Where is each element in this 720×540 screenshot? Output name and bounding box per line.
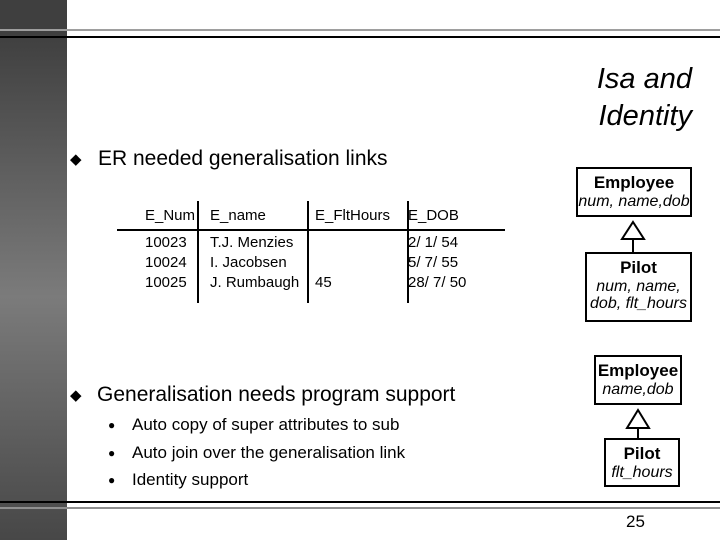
page-number: 25 xyxy=(626,512,645,531)
dot-bullet-icon: ● xyxy=(108,418,116,432)
sub-bullet-identity-label: Identity support xyxy=(132,470,249,489)
table-header-e-flthours: E_FltHours xyxy=(315,207,391,224)
bottom-gray-rule xyxy=(0,507,720,509)
table-cell: 45 xyxy=(315,274,332,291)
left-gradient-bar xyxy=(0,0,67,540)
table-header-e-dob: E_DOB xyxy=(408,207,459,224)
sub-bullet-auto-join: ● Auto join over the generalisation link xyxy=(108,442,405,464)
isa-triangle-icon xyxy=(620,220,646,253)
diamond-bullet-icon: ◆ xyxy=(70,150,82,168)
table-vline-1 xyxy=(197,201,199,303)
table-cell: 2/ 1/ 54 xyxy=(408,234,459,251)
title-line-2: Identity xyxy=(598,100,693,132)
diagram1-pilot-attrs-line2: dob, flt_hours xyxy=(590,295,687,312)
sub-bullet-auto-copy-label: Auto copy of super attributes to sub xyxy=(132,415,400,434)
diagram2-pilot-attrs: flt_hours xyxy=(611,464,673,481)
dot-bullet-icon: ● xyxy=(108,473,116,487)
diagram2-pilot-box: Pilot flt_hours xyxy=(604,438,680,487)
diagram2-pilot-name: Pilot xyxy=(623,444,661,463)
diagram2-employee-name: Employee xyxy=(597,361,679,380)
table-cell: 10023 xyxy=(145,234,187,251)
table-cell: J. Rumbaugh xyxy=(210,274,300,291)
sub-bullet-auto-join-label: Auto join over the generalisation link xyxy=(132,443,406,462)
bullet-er-links: ◆ ER needed generalisation links xyxy=(70,147,388,171)
top-black-rule xyxy=(0,36,720,38)
bullet-program-support: ◆ Generalisation needs program support xyxy=(70,383,455,407)
bullet-er-links-label: ER needed generalisation links xyxy=(98,147,388,170)
diagram1-pilot-attrs-line1: num, name, xyxy=(596,278,681,295)
diamond-bullet-icon: ◆ xyxy=(70,386,82,404)
diagram2-employee-box: Employee name,dob xyxy=(594,355,682,405)
table-header-rule xyxy=(117,229,505,231)
diagram1-employee-box: Employee num, name,dob xyxy=(576,167,692,217)
table-cell: 10024 xyxy=(145,254,187,271)
top-gray-rule xyxy=(0,29,720,31)
bullet-program-support-label: Generalisation needs program support xyxy=(97,383,456,406)
diagram1-pilot-name: Pilot xyxy=(620,258,657,277)
diagram1-employee-name: Employee xyxy=(593,173,675,192)
table-header-e-name: E_name xyxy=(210,207,266,224)
slide-title: Isa and Identity xyxy=(597,61,692,135)
diagram1-employee-attrs: num, name,dob xyxy=(578,193,690,210)
isa-triangle-icon xyxy=(625,408,651,438)
table-cell: 10025 xyxy=(145,274,187,291)
table-vline-2 xyxy=(307,201,309,303)
bottom-black-rule xyxy=(0,501,720,503)
table-cell: 5/ 7/ 55 xyxy=(408,254,459,271)
table-cell: I. Jacobsen xyxy=(210,254,287,271)
sub-bullet-auto-copy: ● Auto copy of super attributes to sub xyxy=(108,414,399,436)
diagram1-pilot-box: Pilot num, name, dob, flt_hours xyxy=(585,252,692,322)
table-header-e-num: E_Num xyxy=(145,207,196,224)
title-line-1: Isa and xyxy=(596,63,692,95)
table-cell: T.J. Menzies xyxy=(210,234,294,251)
dot-bullet-icon: ● xyxy=(108,446,116,460)
table-vline-3 xyxy=(407,201,409,303)
table-cell: 28/ 7/ 50 xyxy=(408,274,467,291)
employee-relation-table: E_Num E_name E_FltHours E_DOB 10023 T.J.… xyxy=(117,198,505,304)
sub-bullet-identity: ● Identity support xyxy=(108,469,248,491)
diagram2-employee-attrs: name,dob xyxy=(602,381,674,398)
